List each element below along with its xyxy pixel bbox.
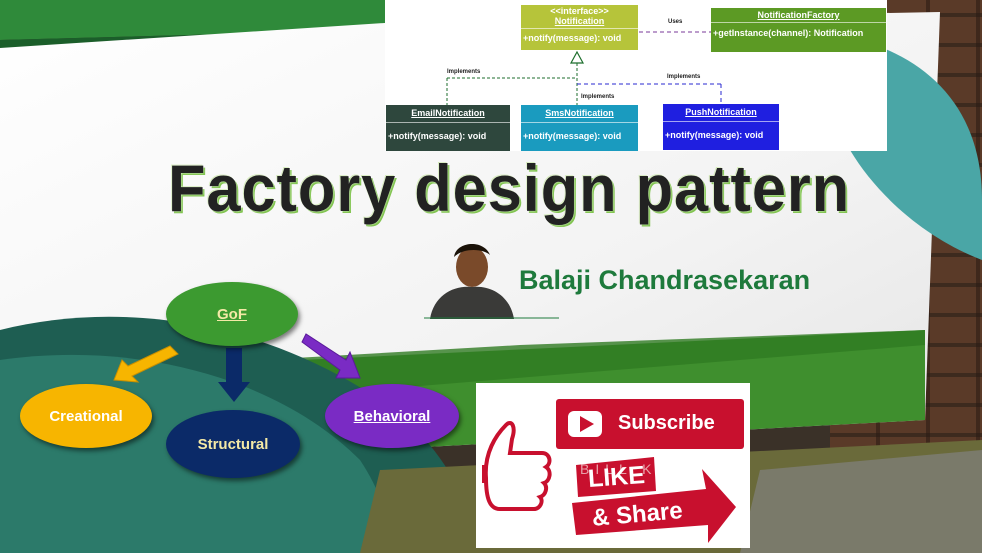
uml-interface-name: Notification: [554, 16, 605, 26]
uml-push-name: PushNotification: [685, 107, 757, 117]
uml-factory-class: NotificationFactory +getInstance(channel…: [711, 8, 886, 52]
faint-watermark-text: BILL K: [580, 461, 658, 477]
uml-factory-name: NotificationFactory: [757, 10, 840, 20]
uml-push-class: PushNotification +notify(message): void: [663, 104, 779, 150]
subscribe-graphic-shapes: [482, 399, 744, 543]
gof-creational-node: Creational: [20, 384, 152, 448]
uml-interface-method: +notify(message): void: [521, 28, 638, 47]
page-title: Factory design pattern: [168, 151, 851, 225]
like-label: LIKE: [587, 461, 646, 493]
uml-factory-method: +getInstance(channel): Notification: [711, 22, 886, 42]
gof-arrows: [113, 333, 361, 402]
uml-email-method: +notify(message): void: [386, 122, 510, 145]
uml-diagram: <<interface>> Notification +notify(messa…: [385, 0, 887, 151]
uml-implements-label-push: Implements: [667, 74, 701, 80]
uml-sms-class: SmsNotification +notify(message): void: [521, 105, 638, 151]
gof-behavioral-node: Behavioral: [325, 384, 459, 448]
uml-implements-label-sms: Implements: [581, 94, 615, 100]
uml-interface-stereotype: <<interface>>: [550, 6, 609, 16]
uml-sms-method: +notify(message): void: [521, 122, 638, 145]
author-name: Balaji Chandrasekaran: [519, 265, 811, 295]
uml-interface-notification: <<interface>> Notification +notify(messa…: [521, 5, 638, 50]
gof-structural-node: Structural: [166, 410, 300, 478]
uml-email-name: EmailNotification: [411, 108, 485, 118]
uml-email-class: EmailNotification +notify(message): void: [386, 105, 510, 151]
uml-sms-name: SmsNotification: [545, 108, 614, 118]
subscribe-label: Subscribe: [618, 412, 715, 434]
uml-push-method: +notify(message): void: [663, 121, 779, 144]
author-photo: [424, 243, 559, 319]
uml-connectors: [446, 31, 722, 105]
uml-implements-label-email: Implements: [447, 69, 481, 75]
uml-uses-label: Uses: [668, 19, 683, 25]
gof-root-node: GoF: [166, 282, 298, 346]
subscribe-like-share-graphic: Subscribe BILL K LIKE & Share: [476, 383, 750, 548]
